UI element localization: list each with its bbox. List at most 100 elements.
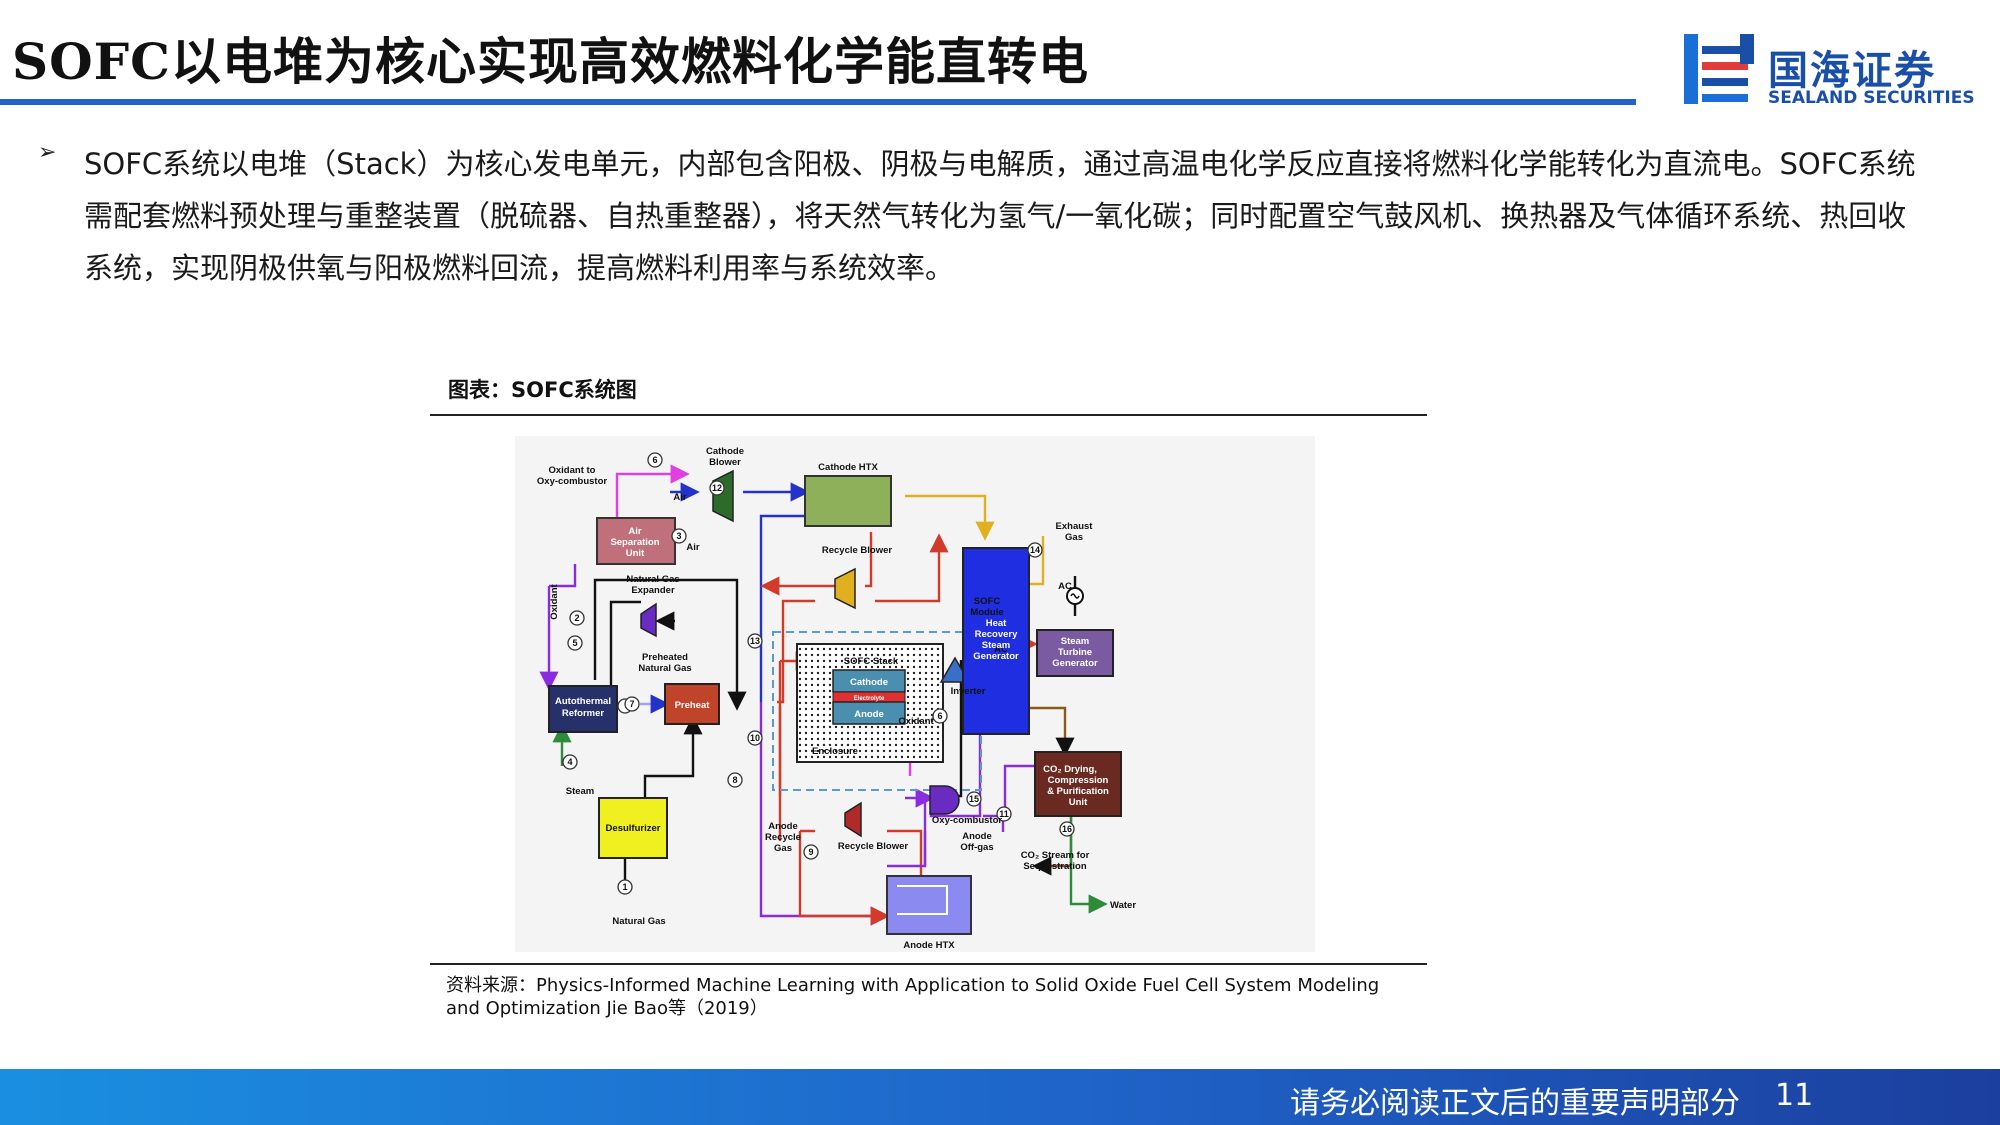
stream-12-label: 12 [712,483,722,493]
steam-turbine-box [1036,629,1114,677]
label-air-1: Air [673,492,687,503]
stream-1-label: 1 [622,882,627,892]
label-co2-drying-4: Unit [1069,797,1088,808]
label-air-sep-3: Unit [626,548,645,559]
label-natural-gas: Natural Gas [612,916,665,927]
page-title: SOFC以电堆为核心实现高效燃料化学能直转电 [12,32,1089,91]
label-sofc-module-1: SOFC [974,596,1001,607]
label-anode: Anode [854,709,884,720]
label-co2-drying-2: Compression [1048,775,1109,786]
label-air-2: Air [686,542,700,553]
hrsg-box [962,547,1030,735]
natural-gas-expander-icon [640,602,657,638]
sofc-system-diagram: 6 2 3 4 5 7 8 9 10 11 12 13 14 15 16 1 6… [515,436,1315,952]
label-desulfurizer: Desulfurizer [606,823,661,834]
label-hrsg-4: Generator [973,651,1019,662]
label-preheated-1: Preheated [642,652,688,663]
label-steam-turbine-2: Turbine [1058,647,1092,658]
recycle-blower-bottom-icon [844,801,862,838]
preheat-box [664,683,720,725]
label-autothermal-2: Reformer [562,708,605,719]
label-sofc-module-2: Module [970,607,1003,618]
stream-10-label: 10 [750,733,760,743]
stream-2-label: 2 [574,613,579,623]
figure-bottom-rule [430,963,1427,965]
label-autothermal-1: Autothermal [555,696,611,707]
stream-15-label: 15 [969,794,979,804]
stream-7-label: 7 [629,699,634,709]
label-exhaust-1: Exhaust [1056,521,1094,532]
co2-drying-unit-box [1034,751,1122,817]
label-steam-turbine-3: Generator [1052,658,1098,669]
label-co2-stream-2: Sequestration [1023,861,1087,872]
label-cathode: Cathode [850,677,888,688]
stream-6-label: 6 [652,455,657,465]
label-oxidant-right: Oxidant [898,716,934,727]
anode-htx-box [886,875,972,935]
label-inverter: Inverter [951,686,986,697]
oxy-combustor-icon [929,785,960,815]
label-steam-turbine-1: Steam [1061,636,1090,647]
logo-english-name: SEALAND SECURITIES [1768,88,1975,108]
label-cathode-blower-2: Blower [709,457,741,468]
label-enclosure: Enclosure [812,746,858,757]
stream-13-label: 13 [750,636,760,646]
label-hrsg-2: Recovery [975,629,1018,640]
label-recycle-blower-bottom: Recycle Blower [838,841,909,852]
company-logo: 国海证券 SEALAND SECURITIES [1680,28,1975,112]
logo-chinese-name: 国海证券 [1768,48,1936,94]
page-number: 11 [1775,1078,1814,1113]
label-hrsg-1: Heat [986,618,1007,629]
label-preheat: Preheat [675,700,711,711]
label-co2-stream-1: CO₂ Stream for [1021,850,1090,861]
label-air-sep-2: Separation [610,537,659,548]
label-ac-inverter: AC [994,644,1008,655]
desulfurizer-box [598,797,668,859]
label-ng-expander-1: Natural Gas [626,574,679,585]
footer-bar: 请务必阅读正文后的重要声明部分 11 [0,1069,2000,1125]
label-anode-recycle-1: Anode [768,821,798,832]
stream-4-label: 4 [567,757,572,767]
stream-11-label: 11 [999,809,1009,819]
label-oxidant-to-2: Oxy-combustor [537,476,608,487]
label-sofc-stack: SOFC Stack [844,656,899,667]
figure-source: 资料来源：Physics-Informed Machine Learning w… [446,975,1380,1019]
sealand-logo-icon [1684,34,1754,104]
autothermal-reformer-box [548,685,618,733]
label-anode-recycle-2: Recycle [765,832,801,843]
label-electrolyte: Electrolyte [854,696,885,702]
anode-layer [832,701,906,725]
label-ac-top: AC [1058,581,1072,592]
label-steam: Steam [566,786,595,797]
title-underline [0,99,1636,105]
arrow-bullet-icon: ➢ [38,140,57,165]
label-preheated-2: Natural Gas [638,663,691,674]
figure-title: 图表：SOFC系统图 [448,378,637,402]
stream-6b-label: 6 [937,711,942,721]
label-anode-offgas-2: Off-gas [960,842,993,853]
label-anode-recycle-3: Gas [774,843,792,854]
label-co2-drying-3: & Purification [1047,786,1109,797]
stream-16-label: 16 [1062,824,1072,834]
stream-14-label: 14 [1030,545,1040,555]
stream-8-label: 8 [732,775,737,785]
label-cathode-blower-1: Cathode [706,446,744,457]
footer-disclaimer: 请务必阅读正文后的重要声明部分 [1290,1086,1740,1121]
figure-top-rule [430,414,1427,416]
label-oxy-combustor: Oxy-combustor [932,815,1003,826]
label-anode-offgas-1: Anode [962,831,992,842]
stream-3-label: 3 [676,531,681,541]
label-anode-htx: Anode HTX [903,940,955,951]
label-co2-drying-1: CO₂ Drying, [1043,764,1097,775]
recycle-blower-top-icon [834,567,856,610]
body-paragraph: SOFC系统以电堆（Stack）为核心发电单元，内部包含阳极、阴极与电解质，通过… [84,147,1916,285]
cathode-htx-box [804,475,892,527]
label-water: Water [1110,900,1136,911]
label-ng-expander-2: Expander [631,585,675,596]
label-air-sep-1: Air [628,526,642,537]
label-oxidant-to-1: Oxidant to [549,465,596,476]
label-recycle-blower-top: Recycle Blower [822,545,893,556]
stream-5-label: 5 [572,638,577,648]
label-hrsg-3: Steam [982,640,1011,651]
label-cathode-htx: Cathode HTX [818,462,878,473]
